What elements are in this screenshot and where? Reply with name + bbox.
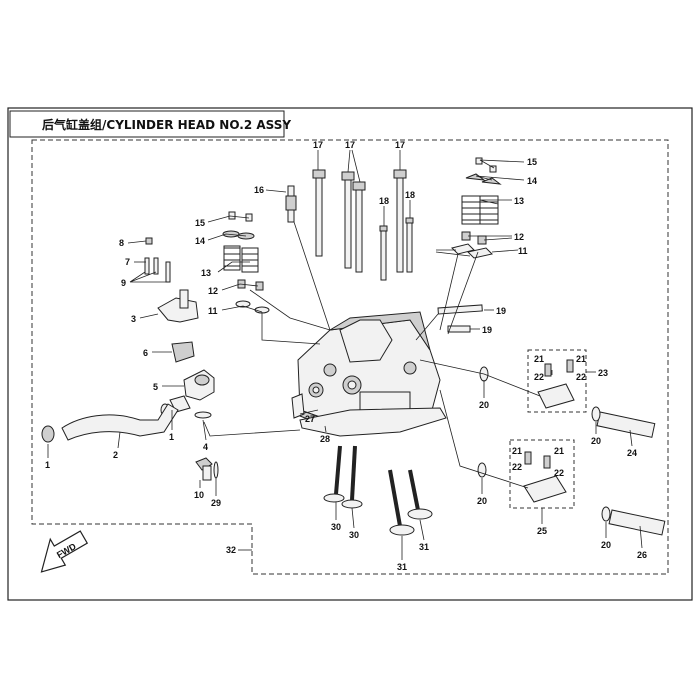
callout-31: 31: [419, 542, 429, 552]
head-bolts: [312, 169, 414, 281]
callout-21: 21: [576, 354, 586, 364]
head-gasket: [299, 407, 447, 437]
assembly-boundary-32: [31, 139, 669, 575]
right-valve-train: [451, 157, 502, 259]
callout-12: 12: [514, 232, 524, 242]
callout-23: 23: [598, 368, 608, 378]
rocker-arm-upper: [527, 349, 587, 413]
cover-plate: [291, 393, 305, 419]
callout-30: 30: [331, 522, 341, 532]
left-valve-train: [222, 211, 270, 314]
title-box: 后气缸盖组/CYLINDER HEAD NO.2 ASSY: [9, 110, 291, 138]
callout-13: 13: [201, 268, 211, 278]
callout-1: 1: [169, 432, 174, 442]
callout-14: 14: [195, 236, 205, 246]
callout-21: 21: [512, 446, 522, 456]
callout-31: 31: [397, 562, 407, 572]
callout-22: 22: [512, 462, 522, 472]
diagram-title: 后气缸盖组/CYLINDER HEAD NO.2 ASSY: [42, 117, 291, 132]
callout-17: 17: [345, 140, 355, 150]
callout-19: 19: [496, 306, 506, 316]
callout-19: 19: [482, 325, 492, 335]
callout-18: 18: [405, 190, 415, 200]
callout-1: 1: [45, 460, 50, 470]
callout-21: 21: [534, 354, 544, 364]
callout-30: 30: [349, 530, 359, 540]
leader-lines: [47, 149, 643, 560]
callout-16: 16: [254, 185, 264, 195]
callout-22: 22: [534, 372, 544, 382]
rocker-shaft-lower: [608, 509, 666, 536]
callout-29: 29: [211, 498, 221, 508]
valves: [323, 445, 433, 536]
spark-plug: [285, 185, 297, 223]
callout-22: 22: [554, 468, 564, 478]
callout-13: 13: [514, 196, 524, 206]
callout-11: 11: [208, 306, 218, 316]
callout-14: 14: [527, 176, 537, 186]
callout-6: 6: [143, 348, 148, 358]
fwd-arrow-icon: FWD: [40, 530, 89, 573]
small-bolts: [437, 304, 483, 333]
drain-bolt: [195, 457, 219, 481]
callout-20: 20: [601, 540, 611, 550]
callout-20: 20: [477, 496, 487, 506]
callout-5: 5: [153, 382, 158, 392]
callout-11: 11: [518, 246, 528, 256]
callout-18: 18: [379, 196, 389, 206]
callout-8: 8: [119, 238, 124, 248]
callout-21: 21: [554, 446, 564, 456]
callout-20: 20: [479, 400, 489, 410]
callout-3: 3: [131, 314, 136, 324]
callout-24: 24: [627, 448, 637, 458]
callout-26: 26: [637, 550, 647, 560]
rocker-shaft-upper: [596, 411, 656, 438]
callout-27: 27: [305, 414, 315, 424]
callout-25: 25: [537, 526, 547, 536]
callout-10: 10: [194, 490, 204, 500]
page-border: [7, 107, 693, 601]
callout-7: 7: [125, 257, 130, 267]
cylinder-head-body: [297, 311, 441, 433]
callout-12: 12: [208, 286, 218, 296]
callout-2: 2: [113, 450, 118, 460]
callout-17: 17: [313, 140, 323, 150]
callout-17: 17: [395, 140, 405, 150]
callout-labels: 1 1 2 3 4 5 6 7 8 9 10 11 11 12 12 13 13…: [45, 140, 647, 572]
callout-28: 28: [320, 434, 330, 444]
callout-22: 22: [576, 372, 586, 382]
callout-32: 32: [226, 545, 236, 555]
callout-15: 15: [195, 218, 205, 228]
callout-4: 4: [203, 442, 208, 452]
callout-9: 9: [121, 278, 126, 288]
water-outlet-assembly: [41, 237, 215, 443]
callout-15: 15: [527, 157, 537, 167]
callout-20: 20: [591, 436, 601, 446]
